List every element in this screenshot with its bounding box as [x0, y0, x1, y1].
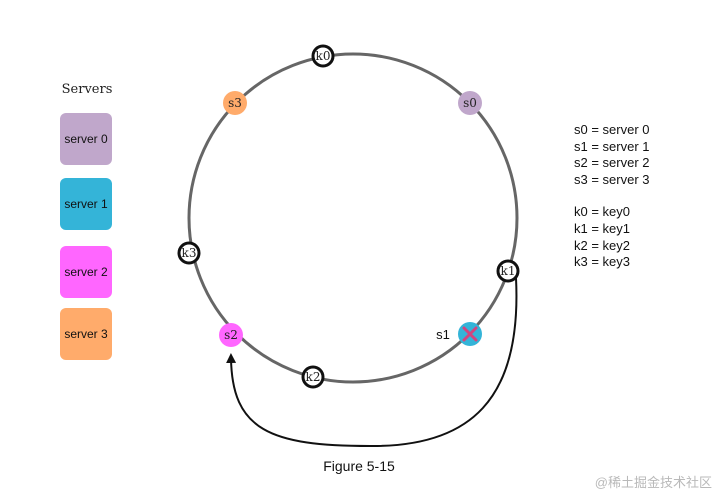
k0-node-circle [311, 44, 335, 68]
servers-panel-title: Servers [61, 82, 113, 97]
ring-node-s2: s2 [219, 323, 243, 347]
ring-node-s0: s0 [458, 91, 482, 115]
server-3-box: server 3 [60, 308, 112, 360]
k1-node-label: k1 [501, 264, 516, 278]
s2-node-label: s2 [224, 328, 238, 342]
legend-server-0: s0 = server 0 [574, 122, 650, 137]
s1-node-label: s1 [436, 327, 450, 342]
k2-node-label: k2 [306, 370, 321, 384]
server-2-box: server 2 [60, 246, 112, 298]
server-0-box: server 0 [60, 113, 112, 165]
s2-node-circle [219, 323, 243, 347]
k3-node-label: k3 [182, 246, 197, 260]
ring-node-k3: k3 [177, 241, 201, 265]
legend-key-1: k1 = key1 [574, 220, 631, 236]
x-mark-icon [462, 326, 478, 342]
legend-key-2: k2 = key2 [574, 237, 631, 253]
k1-node-circle [496, 259, 520, 283]
legend-key-0: k0 = key0 [574, 204, 631, 220]
s0-node-label: s0 [463, 96, 477, 110]
k2-node-circle [301, 365, 325, 389]
legend-gap [574, 188, 650, 204]
s0-node-circle [458, 91, 482, 115]
k0-node-label: k0 [316, 49, 331, 63]
s3-node-label: s3 [228, 96, 242, 110]
ring-node-k2: k2 [301, 365, 325, 389]
server-1-box: server 1 [60, 178, 112, 230]
ring-node-s3: s3 [223, 91, 247, 115]
ring-node-s1-removed: s1 [436, 322, 482, 346]
ring-node-k0: k0 [311, 44, 335, 68]
legend-server-2: s2 = server 2 [574, 155, 650, 171]
figure-caption: Figure 5-15 [323, 458, 395, 474]
hash-ring [187, 52, 519, 384]
legend: s0 = server 0 s1 = server 1 s2 = server … [574, 122, 650, 271]
legend-server-3: s3 = server 3 [574, 171, 650, 187]
watermark: @稀土掘金技术社区 [594, 475, 712, 490]
s3-node-circle [223, 91, 247, 115]
k3-node-circle [177, 241, 201, 265]
redistribution-arrow [226, 277, 518, 448]
legend-key-3: k3 = key3 [574, 254, 631, 270]
legend-server-1: s1 = server 1 [574, 138, 650, 154]
ring-node-k1: k1 [496, 259, 520, 283]
